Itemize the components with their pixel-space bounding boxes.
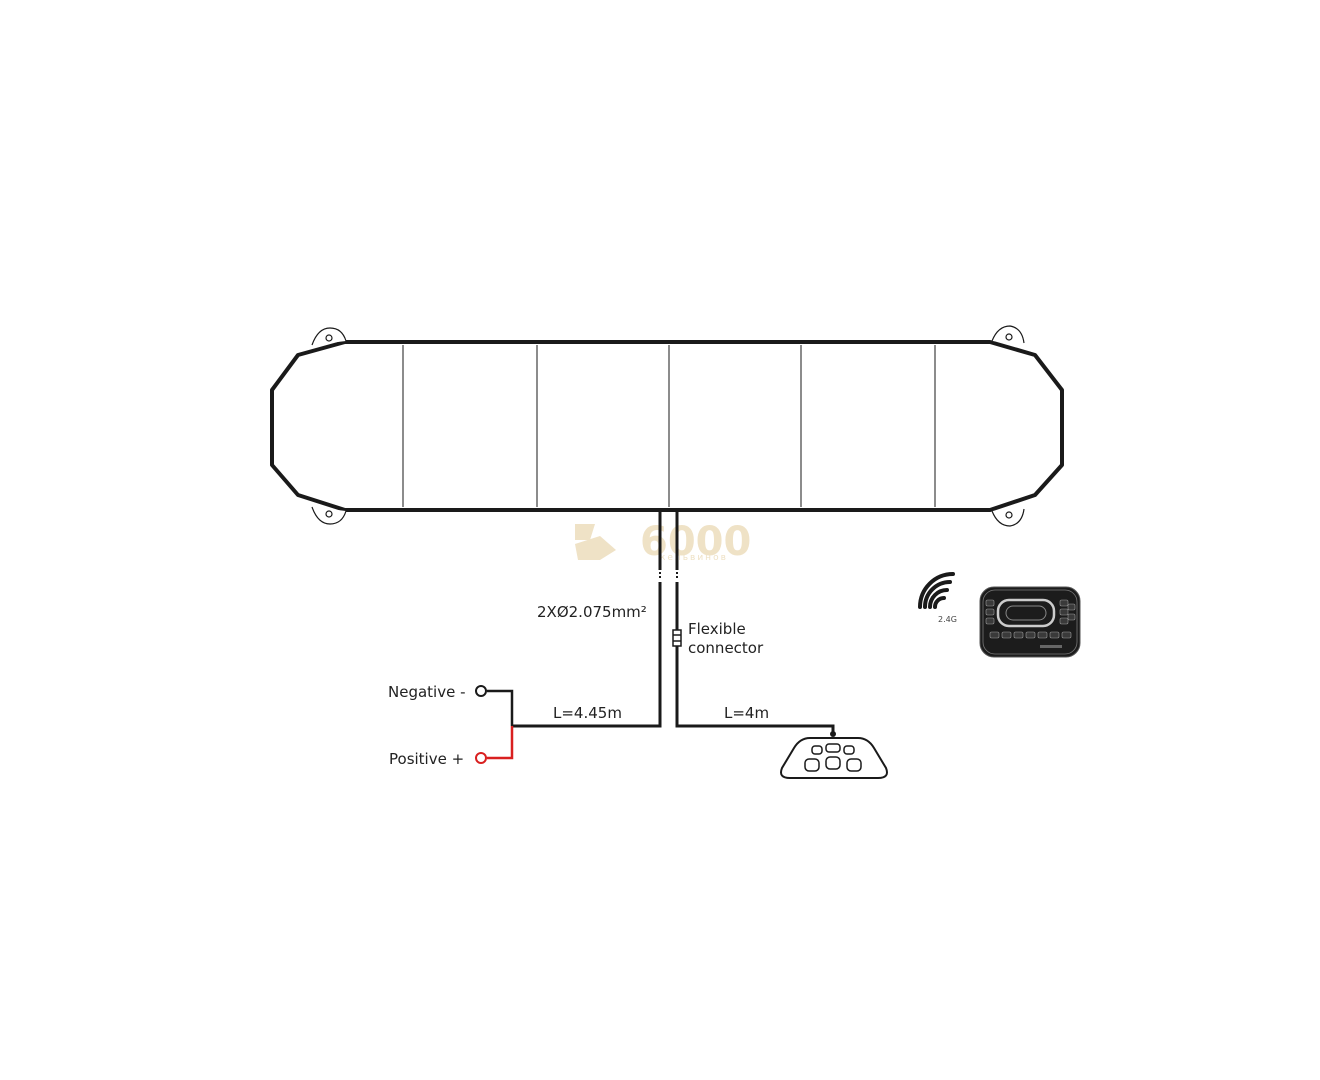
mounting-bracket: [311, 327, 347, 346]
wireless-remote-icon: [979, 586, 1081, 658]
cables: [487, 510, 835, 760]
wireless-signal-icon: [918, 572, 955, 609]
control-cable-length-label: L=4m: [724, 704, 769, 722]
positive-terminal-icon: [475, 752, 487, 764]
mounting-bracket: [311, 506, 347, 525]
control-cable: [675, 582, 835, 735]
cable-spec-label: 2XØ2.075mm²: [537, 603, 647, 621]
watermark-logo-icon: [575, 524, 616, 560]
negative-label: Negative -: [388, 683, 466, 701]
positive-wire: [487, 726, 514, 760]
flexible-connector-label: connector: [688, 639, 764, 657]
negative-wire: [487, 689, 514, 726]
flexible-connector-label: Flexible: [688, 620, 746, 638]
positive-label: Positive +: [389, 750, 464, 768]
mounting-bracket: [991, 325, 1025, 344]
negative-terminal-icon: [475, 685, 487, 697]
wired-control-box-icon: [780, 731, 888, 779]
lightbar: [270, 325, 1064, 527]
flexible-connector-icon: [672, 629, 682, 647]
mounting-bracket: [991, 508, 1025, 527]
power-cable-length-label: L=4.45m: [553, 704, 622, 722]
watermark-subtitle: кельвинов: [660, 553, 728, 563]
power-cable: [512, 582, 662, 728]
watermark: 6000 кельвинов: [575, 519, 751, 565]
lightbar-outline: [270, 340, 1064, 512]
wireless-band-label: 2.4G: [938, 615, 957, 624]
